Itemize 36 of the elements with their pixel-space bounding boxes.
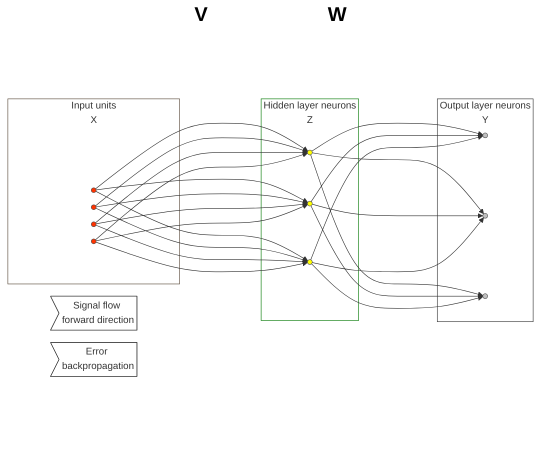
node-circle [307, 201, 313, 207]
arrow [95, 150, 308, 224]
node-circle [307, 150, 313, 156]
arrow [312, 204, 484, 219]
weight-label: W [328, 4, 347, 27]
arrow [312, 123, 484, 152]
arrow [310, 206, 484, 300]
cluster: Input units X [8, 98, 180, 285]
arrow [310, 135, 484, 260]
weight-label: V [194, 4, 208, 27]
cluster: Hidden layer neurons Z [260, 98, 359, 322]
arrow [310, 154, 484, 298]
arrow [96, 204, 308, 242]
arrow [96, 191, 308, 262]
arrow [95, 138, 308, 206]
arrow [310, 133, 484, 202]
arrow [311, 264, 484, 309]
arrow [96, 179, 308, 203]
arrow [95, 152, 308, 240]
arrow [96, 242, 308, 272]
node-circle [90, 188, 96, 194]
arrow [96, 202, 308, 224]
arrow [95, 123, 308, 190]
node-circle [482, 132, 488, 138]
arrow [96, 225, 308, 265]
node-circle [90, 222, 96, 228]
arrow [96, 194, 308, 208]
arrow [312, 218, 484, 272]
node-circle [482, 213, 488, 219]
cluster: Output layer neurons Y [436, 98, 534, 322]
node-circle [90, 204, 96, 210]
arrow [96, 208, 308, 263]
node-circle [482, 294, 488, 300]
node-circle [307, 260, 313, 266]
node-circle [90, 238, 96, 244]
arrow [312, 152, 484, 214]
